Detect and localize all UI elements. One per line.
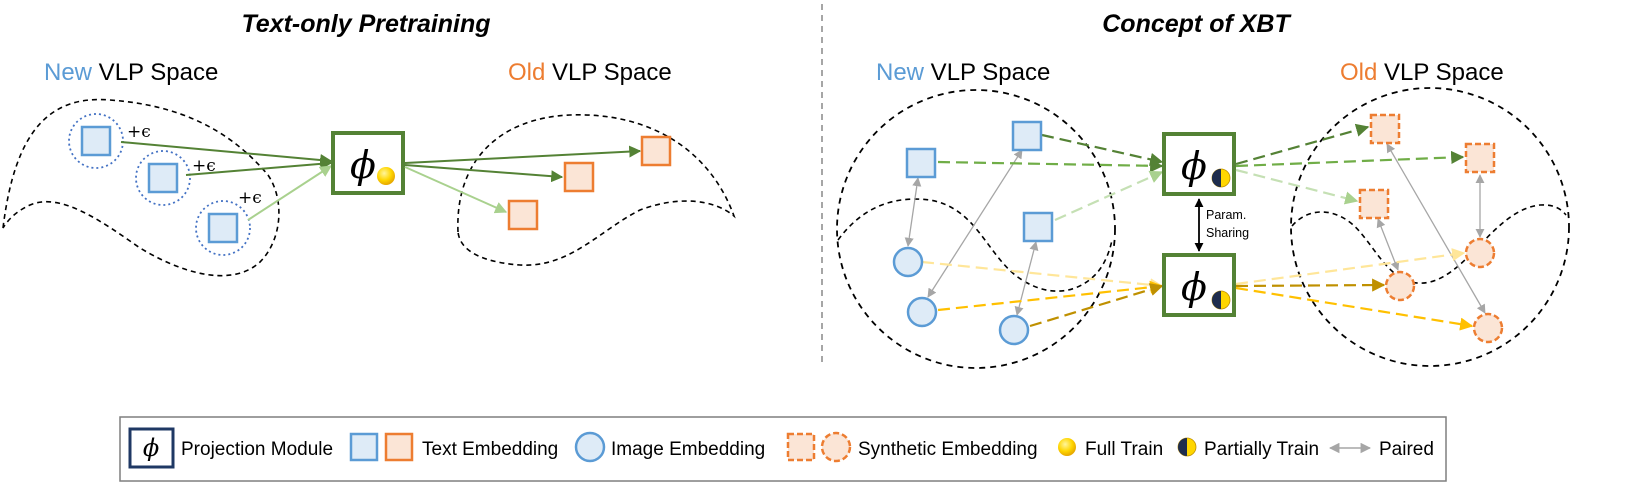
- paired-arrow: [904, 177, 922, 247]
- left-new-prefix: New: [44, 59, 93, 86]
- noise-circle: [135, 150, 191, 206]
- param-sharing-label-2: Sharing: [1206, 226, 1249, 240]
- legend-synthetic-text-icon: [786, 432, 816, 462]
- legend-full-train: Full Train: [1085, 439, 1163, 460]
- arrow-to-module: [120, 141, 333, 167]
- partially-train-icon: [1211, 290, 1231, 310]
- legend-image-embedding: Image Embedding: [611, 439, 765, 460]
- noise-circle: [68, 113, 124, 169]
- text-embedding-old: [563, 161, 595, 193]
- arrow-to-old-space: [404, 166, 508, 214]
- legend-synthetic-image-icon: [820, 431, 852, 463]
- text-embedding-new: [1022, 211, 1054, 243]
- phi-symbol: ϕ: [1181, 144, 1207, 188]
- synthetic-text-embedding: [1369, 113, 1401, 145]
- text-embedding-old: [507, 199, 539, 231]
- arrow-to-old-space: [404, 145, 642, 164]
- paired-arrow: [1376, 218, 1400, 271]
- image-embedding-new: [906, 296, 938, 328]
- text-arrow-to-old-space: [1235, 123, 1370, 166]
- text-embedding-new: [1011, 120, 1043, 152]
- left-new-suffix: VLP Space: [92, 59, 218, 86]
- image-arrow-to-old-space: [1235, 286, 1474, 331]
- right-new-prefix: New: [876, 59, 925, 86]
- arrow-to-module: [185, 157, 333, 176]
- left-old-suffix: VLP Space: [545, 59, 671, 86]
- legend-image-icon: [574, 431, 606, 463]
- right-old-suffix: VLP Space: [1377, 59, 1503, 86]
- legend-text-new-icon: [349, 432, 379, 462]
- legend-text-embedding: Text Embedding: [422, 439, 558, 460]
- text-embedding-new: [905, 147, 937, 179]
- noise-label: +ϵ: [238, 188, 262, 208]
- right-old-space-region: [1290, 87, 1570, 367]
- paired-arrow: [1014, 241, 1039, 316]
- noise-label: +ϵ: [192, 156, 216, 176]
- right-new-space-region: [836, 89, 1116, 369]
- modality-boundary: [1291, 204, 1567, 284]
- text-embedding-new: [207, 212, 239, 244]
- image-embedding-new: [892, 246, 924, 278]
- legend-paired: Paired: [1379, 439, 1434, 460]
- legend-synthetic-embedding: Synthetic Embedding: [858, 439, 1038, 460]
- text-arrow-to-old-space: [1235, 150, 1465, 168]
- partially-train-icon: [1211, 168, 1231, 188]
- synthetic-text-embedding: [1464, 142, 1496, 174]
- text-embedding-new: [80, 125, 112, 157]
- left-old-space-region: [457, 114, 736, 266]
- text-embedding-new: [147, 162, 179, 194]
- full-train-icon: [377, 167, 395, 185]
- left-old-space-label: Old VLP Space: [508, 59, 672, 86]
- text-arrow-to-module: [1054, 170, 1164, 222]
- text-arrow-to-old-space: [1235, 168, 1359, 205]
- projection-module-image: [1162, 253, 1236, 317]
- arrow-to-old-space: [404, 164, 564, 183]
- image-arrow-to-old-space: [1235, 278, 1386, 292]
- phi-symbol: ϕ: [350, 143, 376, 187]
- right-old-prefix: Old: [1340, 59, 1377, 86]
- text-embedding-old: [640, 135, 672, 167]
- left-old-prefix: Old: [508, 59, 545, 86]
- arrow-to-module: [247, 165, 333, 221]
- left-panel-title: Text-only Pretraining: [241, 10, 490, 38]
- right-panel-title: Concept of XBT: [1102, 10, 1292, 38]
- image-arrow-to-module: [937, 280, 1164, 312]
- noise-label: +ϵ: [127, 122, 151, 142]
- text-arrow-to-module: [1041, 133, 1164, 166]
- right-old-space-label: Old VLP Space: [1340, 59, 1504, 86]
- left-new-space-label: New VLP Space: [44, 59, 218, 86]
- phi-symbol: ϕ: [1181, 265, 1207, 309]
- paired-arrow: [1386, 143, 1486, 314]
- image-arrow-to-module: [921, 260, 1164, 292]
- legend-module-icon: [128, 427, 175, 469]
- legend-full-train-icon: [1058, 438, 1076, 456]
- legend-partially-train: Partially Train: [1204, 439, 1319, 460]
- noise-circle: [195, 200, 251, 256]
- legend-projection-module: Projection Module: [181, 439, 333, 460]
- text-arrow-to-module: [937, 159, 1164, 173]
- legend-partially-train-icon: [1177, 437, 1197, 457]
- image-arrow-to-module: [1029, 283, 1164, 328]
- image-arrow-to-old-space: [1235, 248, 1466, 286]
- synthetic-image-embedding: [1464, 237, 1496, 269]
- param-sharing-label-1: Param.: [1206, 208, 1246, 222]
- synthetic-image-embedding: [1472, 312, 1504, 344]
- legend-box: [119, 416, 1447, 482]
- paired-arrow: [927, 149, 1023, 298]
- right-new-suffix: VLP Space: [924, 59, 1050, 86]
- image-embedding-new: [998, 314, 1030, 346]
- synthetic-image-embedding: [1384, 270, 1416, 302]
- left-new-space-region: [2, 98, 280, 277]
- synthetic-text-embedding: [1358, 188, 1390, 220]
- legend-text-old-icon: [384, 432, 414, 462]
- right-new-space-label: New VLP Space: [876, 59, 1050, 86]
- legend-phi-symbol: ϕ: [143, 434, 159, 462]
